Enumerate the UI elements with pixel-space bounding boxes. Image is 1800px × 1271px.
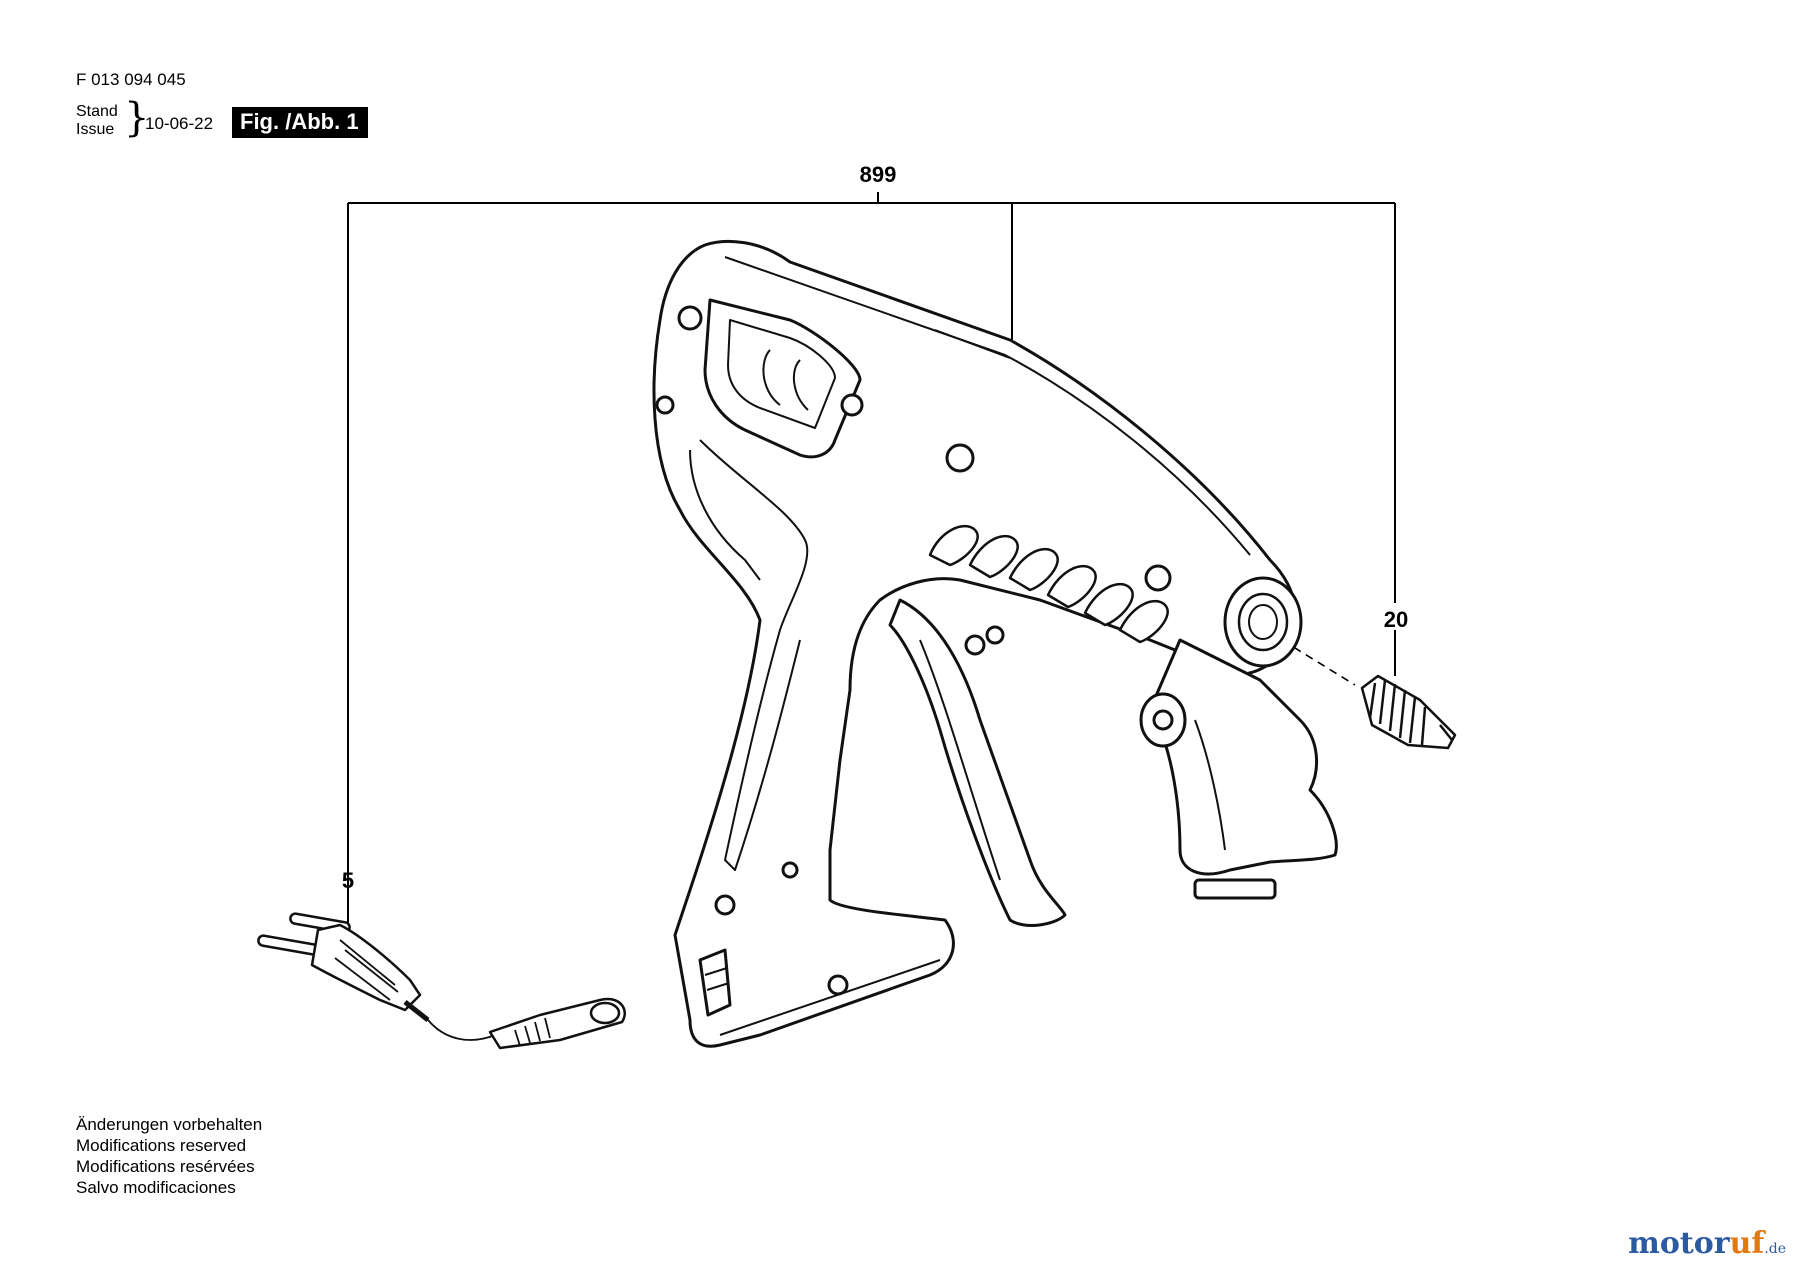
callout-5: 5: [342, 868, 354, 893]
callout-20: 20: [1384, 607, 1408, 632]
issue-label: Issue: [76, 121, 115, 138]
note-line: Änderungen vorbehalten: [76, 1115, 263, 1134]
stand-issue-labels: Stand Issue: [76, 103, 118, 139]
note-line: Salvo modificaciones: [76, 1178, 236, 1197]
issue-date: 10-06-22: [145, 114, 214, 133]
nozzle-part: [1360, 674, 1457, 750]
note-line: Modifications resérvées: [76, 1157, 255, 1176]
note-line: Modifications reserved: [76, 1136, 247, 1155]
stand-label: Stand: [76, 103, 118, 120]
watermark-logo: motoruf.de: [1628, 1226, 1786, 1261]
callout-899: 899: [860, 162, 897, 187]
document-code: F 013 094 045: [76, 70, 186, 89]
brace-icon: }: [124, 95, 150, 141]
glue-gun-housing: [652, 239, 1338, 1048]
modifications-notes: Änderungen vorbehalten Modifications res…: [76, 1114, 262, 1198]
power-cord-part: [257, 912, 626, 1050]
figure-label: Fig. /Abb. 1: [232, 107, 368, 138]
